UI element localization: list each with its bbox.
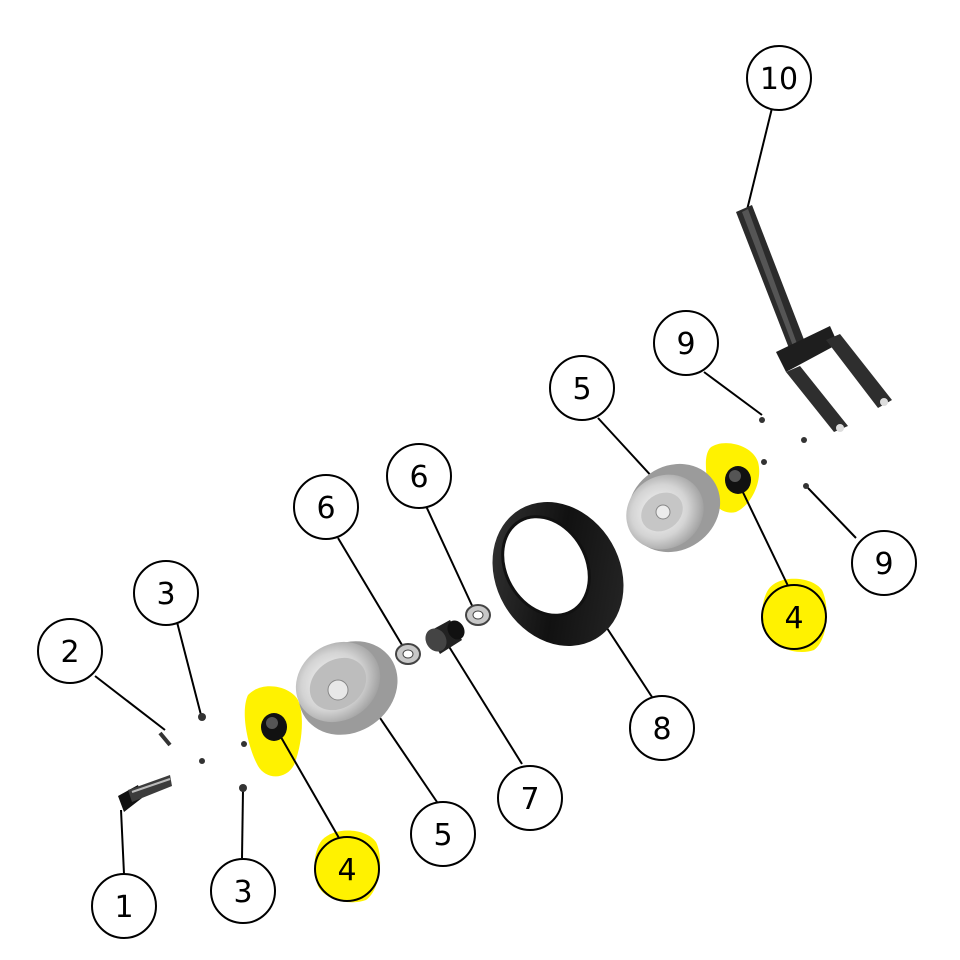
part-4-bearing-right	[725, 466, 751, 494]
callout-3a-label: 3	[156, 577, 175, 612]
leader-line-10	[746, 107, 773, 211]
callout-5b: 5	[549, 355, 615, 421]
callout-1-label: 1	[114, 890, 133, 925]
part-5-hub-left	[295, 641, 398, 735]
leader-line-9a	[703, 371, 763, 416]
part-7-spacer	[425, 620, 465, 654]
part-2-pin	[158, 731, 172, 747]
part-4-bearing-left	[261, 713, 287, 741]
part-1-axle-bolt	[118, 775, 172, 812]
callout-4b-label: 4	[784, 601, 803, 636]
callout-9a: 9	[653, 310, 719, 376]
leader-line-3b	[241, 789, 244, 859]
leader-line-4a	[273, 724, 340, 839]
callout-5a: 5	[410, 801, 476, 867]
leader-line-1	[120, 809, 125, 875]
callout-2: 2	[37, 618, 103, 684]
callout-8-label: 8	[652, 712, 671, 747]
leader-line-6a	[337, 537, 406, 651]
leader-line-5b	[597, 417, 656, 481]
callout-10-label: 10	[760, 62, 798, 97]
callout-5b-label: 5	[572, 372, 591, 407]
leader-line-2	[94, 675, 166, 731]
callout-5a-label: 5	[433, 818, 452, 853]
callout-6b: 6	[386, 443, 452, 509]
callout-3a: 3	[133, 560, 199, 626]
callout-1: 1	[91, 873, 157, 939]
part-6-bearing-a	[395, 643, 421, 665]
leader-line-6b	[425, 505, 476, 613]
leader-line-3a	[176, 621, 202, 716]
leader-line-9b	[807, 487, 857, 539]
callout-9a-label: 9	[676, 327, 695, 362]
part-8-tire	[492, 502, 624, 646]
leader-line-8	[602, 621, 653, 698]
callout-6a-label: 6	[316, 491, 335, 526]
parts	[118, 205, 892, 812]
callout-4b: 4	[761, 584, 827, 650]
leader-line-4b	[737, 481, 791, 591]
part-9-screws	[759, 417, 809, 489]
callout-6a: 6	[293, 474, 359, 540]
leader-line-7	[447, 644, 523, 765]
callout-3b-label: 3	[233, 875, 252, 910]
leader-lines	[94, 107, 857, 875]
part-6-bearing-b	[465, 604, 491, 626]
part-3-fasteners	[198, 713, 247, 792]
callout-4a: 4	[314, 836, 380, 902]
leader-line-5a	[377, 714, 438, 803]
part-10-fork-arm	[736, 205, 892, 432]
callout-4a-label: 4	[337, 853, 356, 888]
callout-6b-label: 6	[409, 460, 428, 495]
callout-7-label: 7	[520, 782, 539, 817]
callout-2-label: 2	[60, 635, 79, 670]
callout-3b: 3	[210, 858, 276, 924]
part-5-hub-right	[626, 463, 721, 553]
callouts: 1 2 3 3 4 4 5 5	[37, 45, 917, 939]
callout-7: 7	[497, 765, 563, 831]
callout-9b: 9	[851, 530, 917, 596]
callout-10: 10	[746, 45, 812, 111]
callout-8: 8	[629, 695, 695, 761]
callout-9b-label: 9	[874, 547, 893, 582]
